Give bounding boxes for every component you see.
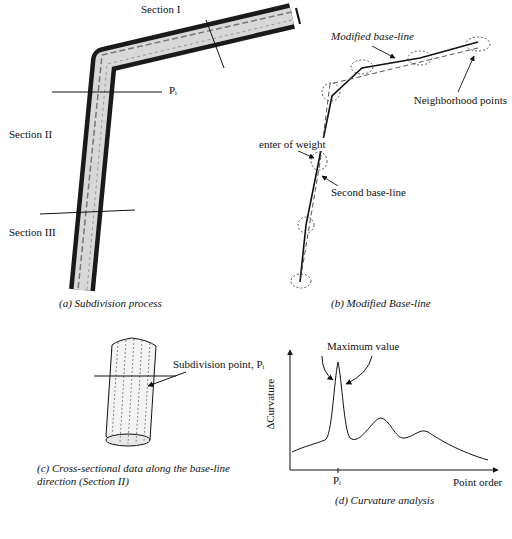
line-label: Second base-line: [330, 186, 407, 199]
section-label: Section I: [140, 3, 181, 16]
axis-label: Point order: [452, 476, 503, 489]
panel-caption: (c) Cross-sectional data along the base-…: [36, 462, 238, 487]
line-label: Neighborhood points: [413, 94, 508, 107]
point-label: Pᵢ: [168, 84, 178, 97]
curvature-chart: [290, 350, 498, 473]
section-label: Section II: [8, 128, 53, 141]
axis-label: ΔCurvature: [264, 378, 277, 431]
base-lines: [291, 37, 490, 288]
tube-segment: [94, 338, 186, 446]
point-label: Pᵢ: [332, 474, 342, 487]
line-label: enter of weight: [258, 138, 327, 151]
panel-caption: (d) Curvature analysis: [334, 494, 435, 507]
section-label: Section III: [8, 226, 57, 239]
peak-label: Maximum value: [326, 340, 400, 353]
panel-caption: (a) Subdivision process: [58, 297, 163, 310]
point-label: Subdivision point, Pᵢ: [172, 358, 265, 371]
section-cut-lines: [40, 20, 224, 214]
panel-caption: (b) Modified Base-line: [330, 297, 432, 310]
line-label: Modified base-line: [330, 30, 415, 43]
